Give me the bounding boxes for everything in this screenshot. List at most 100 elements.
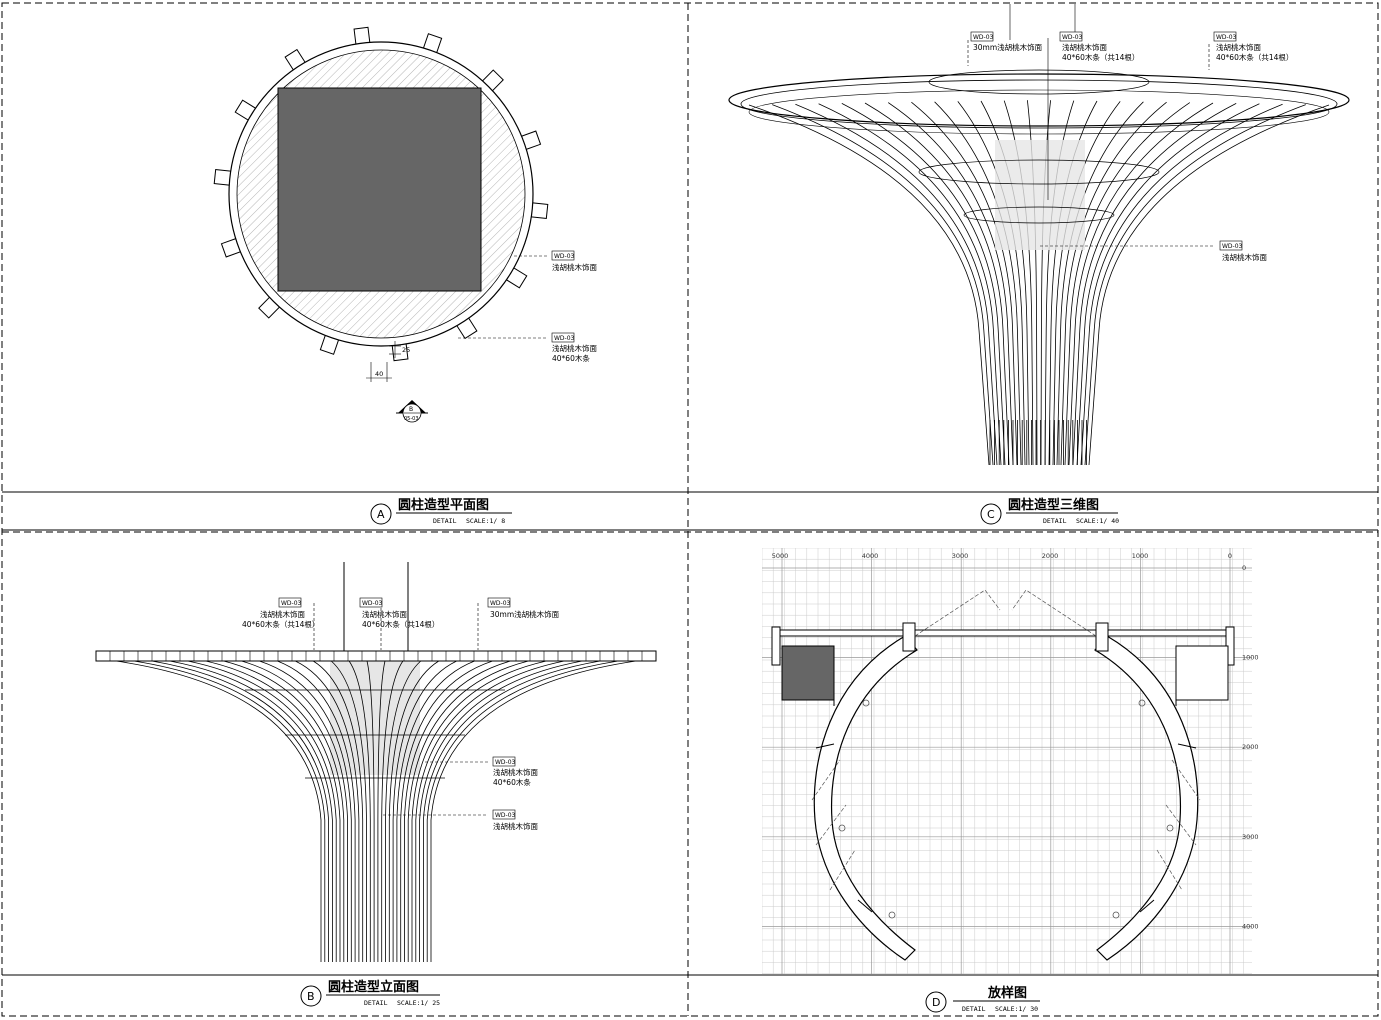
- title-strips: [2, 491, 1378, 976]
- panel-b-title: 圆柱造型立面图: [328, 979, 419, 995]
- elevation-slat: [419, 660, 583, 962]
- panel-c-title: 圆柱造型三维图: [1008, 497, 1099, 513]
- elevation-slat: [415, 660, 565, 962]
- svg-text:WD-03: WD-03: [973, 34, 994, 41]
- section-marker: B 05-03: [396, 400, 428, 423]
- elev-callout-2: WD-03 浅胡桃木饰面 40*60木条（共14根）: [359, 597, 439, 629]
- elev-callout-3: WD-03 30mm浅胡桃木饰面: [487, 597, 560, 619]
- elevation-slat: [115, 660, 322, 962]
- wood-slat: [1076, 103, 1260, 466]
- wood-slat: [818, 103, 1002, 466]
- panel-d-title-block: D 放样图 DETAIL SCALE:1/ 30: [925, 985, 1040, 1013]
- svg-text:40*60木条（共14根）: 40*60木条（共14根）: [1216, 52, 1293, 62]
- svg-text:浅胡桃木饰面: 浅胡桃木饰面: [1216, 42, 1261, 52]
- layout-beam-end-left: [771, 626, 781, 666]
- svg-text:WD-03: WD-03: [281, 600, 302, 607]
- panel-b-scale: SCALE:1/ 25: [397, 999, 440, 1007]
- panel-b-title-block: B 圆柱造型立面图 DETAIL SCALE:1/ 25: [300, 979, 440, 1007]
- svg-text:浅胡桃木饰面: 浅胡桃木饰面: [493, 767, 538, 777]
- wood-slat: [841, 103, 1006, 466]
- elevation-slat: [277, 660, 356, 962]
- 3d-top-inner-ring: [928, 69, 1150, 95]
- elevation-slat: [407, 660, 529, 962]
- layout-top-beam: [777, 629, 1229, 637]
- svg-text:WD-03: WD-03: [495, 812, 516, 819]
- elevation-slat: [385, 660, 422, 962]
- layout-arc-left: [813, 635, 918, 961]
- plan-dim-gap: 25: [402, 346, 410, 354]
- layout-markers: [838, 699, 1174, 919]
- x-tick-label: 5000: [772, 552, 789, 560]
- panel-a-plan: 25 40 B 05-03 WD-03 浅胡桃木饰面 WD-03 浅胡桃木饰面 …: [213, 26, 597, 423]
- svg-text:40*60木条（共14根）: 40*60木条（共14根）: [362, 619, 439, 629]
- 3d-top-rim-outer: [728, 73, 1350, 127]
- elevation-slat: [411, 660, 547, 962]
- panel-b-detail: DETAIL: [364, 999, 388, 1007]
- elevation-slat: [169, 660, 333, 962]
- y-tick-label: 3000: [1242, 833, 1259, 841]
- svg-text:40*60木条（共14根）: 40*60木条（共14根）: [242, 619, 319, 629]
- panel-c-detail: DETAIL: [1043, 517, 1067, 525]
- panel-d-scale: SCALE:1/ 30: [995, 1005, 1038, 1013]
- layout-dashed-guides: [811, 589, 1201, 891]
- elevation-slat: [241, 660, 348, 962]
- x-tick-label: 1000: [1132, 552, 1149, 560]
- elevation-slat: [259, 660, 352, 962]
- wood-slat: [772, 104, 994, 466]
- 3d-callout-4: WD-03 浅胡桃木饰面: [1219, 240, 1267, 262]
- panel-a-scale: SCALE:1/ 8: [466, 517, 505, 525]
- plan-callout-1: WD-03 浅胡桃木饰面: [551, 250, 597, 272]
- x-tick-label: 3000: [952, 552, 969, 560]
- plan-dim-width: 40: [375, 370, 383, 378]
- layout-post-right: [1095, 622, 1109, 652]
- y-tick-label: 2000: [1242, 743, 1259, 751]
- elevation-slat: [312, 660, 364, 962]
- layout-open-block: [1175, 645, 1229, 701]
- panel-a-detail: DETAIL: [433, 517, 457, 525]
- y-tick-label: 0: [1242, 564, 1246, 572]
- panel-a-title-block: A 圆柱造型平面图 DETAIL SCALE:1/ 8: [370, 497, 512, 525]
- elevation-slat: [205, 660, 341, 962]
- wood-slat: [1088, 104, 1330, 466]
- elevation-slat: [430, 660, 637, 962]
- panel-c-letter: C: [987, 508, 995, 521]
- layout-arc-right: [1094, 635, 1199, 961]
- elevation-slat: [133, 660, 326, 962]
- elevation-slat: [366, 660, 375, 962]
- svg-text:WD-03: WD-03: [495, 759, 516, 766]
- svg-text:WD-03: WD-03: [1216, 34, 1237, 41]
- svg-text:30mm浅胡桃木饰面: 30mm浅胡桃木饰面: [490, 609, 560, 619]
- 3d-core-shade: [995, 140, 1085, 250]
- svg-text:浅胡桃木饰面: 浅胡桃木饰面: [552, 262, 597, 272]
- svg-text:WD-03: WD-03: [490, 600, 511, 607]
- svg-text:浅胡桃木饰面: 浅胡桃木饰面: [493, 821, 538, 831]
- svg-text:浅胡桃木饰面: 浅胡桃木饰面: [552, 343, 597, 353]
- panel-d-letter: D: [932, 996, 940, 1009]
- svg-text:浅胡桃木饰面: 浅胡桃木饰面: [260, 609, 305, 619]
- plan-leaders: [458, 255, 548, 339]
- svg-text:WD-03: WD-03: [1062, 34, 1083, 41]
- panel-a-title: 圆柱造型平面图: [398, 497, 489, 513]
- wood-slat: [1064, 102, 1191, 466]
- wood-slat: [1068, 102, 1214, 466]
- panel-c-3d: WD-03 30mm浅胡桃木饰面 WD-03 浅胡桃木饰面 40*60木条（共1…: [728, 4, 1350, 466]
- wood-slat: [864, 102, 1010, 466]
- layout-joints: [815, 743, 1197, 913]
- elevation-slat: [423, 660, 601, 962]
- elevation-slat: [426, 660, 619, 962]
- elevation-slat: [348, 660, 371, 962]
- layout-post-left: [902, 622, 916, 652]
- panel-c-title-block: C 圆柱造型三维图 DETAIL SCALE:1/ 40: [980, 497, 1119, 525]
- svg-text:40*60木条: 40*60木条: [552, 353, 590, 363]
- plan-callout-2: WD-03 浅胡桃木饰面 40*60木条: [551, 332, 597, 363]
- wood-slat: [1084, 104, 1306, 466]
- panel-a-letter: A: [377, 508, 385, 521]
- elev-slab-joints: [109, 651, 643, 661]
- 3d-top-rim-inner: [740, 79, 1338, 129]
- x-tick-label: 2000: [1042, 552, 1059, 560]
- elevation-slat: [151, 660, 329, 962]
